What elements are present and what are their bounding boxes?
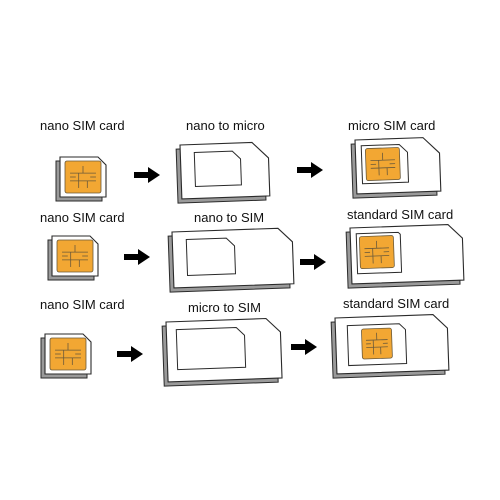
row2-result-chip-line [372, 248, 374, 264]
row3-result-chip-plate [361, 327, 393, 360]
row1-result-chip [364, 147, 401, 181]
row3-result-chip [361, 327, 393, 360]
row1-nano-card [55, 156, 107, 202]
row3-result-chip-line [366, 346, 388, 348]
row3-adapter-label: micro to SIM [188, 300, 261, 315]
row1-adapter-card [175, 141, 271, 204]
row2-nano-card-chip [56, 239, 94, 273]
row3-nano-card-chip [49, 337, 87, 371]
row2-result-card [345, 224, 465, 289]
row1-adapter-card-outline [179, 141, 271, 200]
row3-arrow-1 [117, 346, 143, 362]
row1-result-chip-line [370, 159, 395, 162]
row1-result-label: micro SIM card [348, 118, 436, 133]
row1-result-chip-plate [364, 147, 401, 181]
row2-result-chip [358, 235, 395, 269]
row2-result-label: standard SIM card [347, 207, 454, 222]
row1-nano-card-chip [64, 160, 102, 194]
row2-adapter-card [167, 227, 295, 293]
row1-result-card [350, 137, 442, 199]
row2-nano-card [47, 235, 99, 281]
row3-nano-card [40, 333, 92, 379]
row1-arrow-1 [134, 167, 160, 183]
row2-adapter-card-outline [171, 227, 295, 289]
row1-result-chip-line [378, 160, 380, 176]
row1-adapter-slot [193, 150, 242, 188]
row3-result-label: standard SIM card [343, 296, 450, 311]
row2-source-label: nano SIM card [40, 210, 125, 225]
row3-adapter-card-outline [165, 317, 283, 383]
row2-adapter-slot [185, 237, 237, 277]
row3-adapter-slot [175, 327, 247, 371]
row2-result-chip-line [364, 255, 390, 257]
row2-result-chip-plate [358, 235, 395, 269]
row1-source-label: nano SIM card [40, 118, 125, 133]
row3-result-chip-line [372, 340, 375, 355]
row3-arrow-2 [291, 339, 317, 355]
row1-arrow-2 [297, 162, 323, 178]
row3-nano-card-chip-plate [49, 337, 87, 371]
row2-result-chip-line [364, 247, 389, 250]
row3-source-label: nano SIM card [40, 297, 125, 312]
row1-nano-card-chip-plate [64, 160, 102, 194]
row3-adapter-card [161, 317, 283, 387]
row2-arrow-1 [124, 249, 150, 265]
row1-adapter-label: nano to micro [186, 118, 265, 133]
row1-result-chip-line [370, 167, 396, 169]
row2-adapter-label: nano to SIM [194, 210, 265, 225]
row3-result-card [330, 314, 450, 379]
row3-result-chip-line [365, 339, 388, 341]
cards-layer [40, 137, 465, 387]
row2-nano-card-chip-plate [56, 239, 94, 273]
row2-arrow-2 [300, 254, 326, 270]
